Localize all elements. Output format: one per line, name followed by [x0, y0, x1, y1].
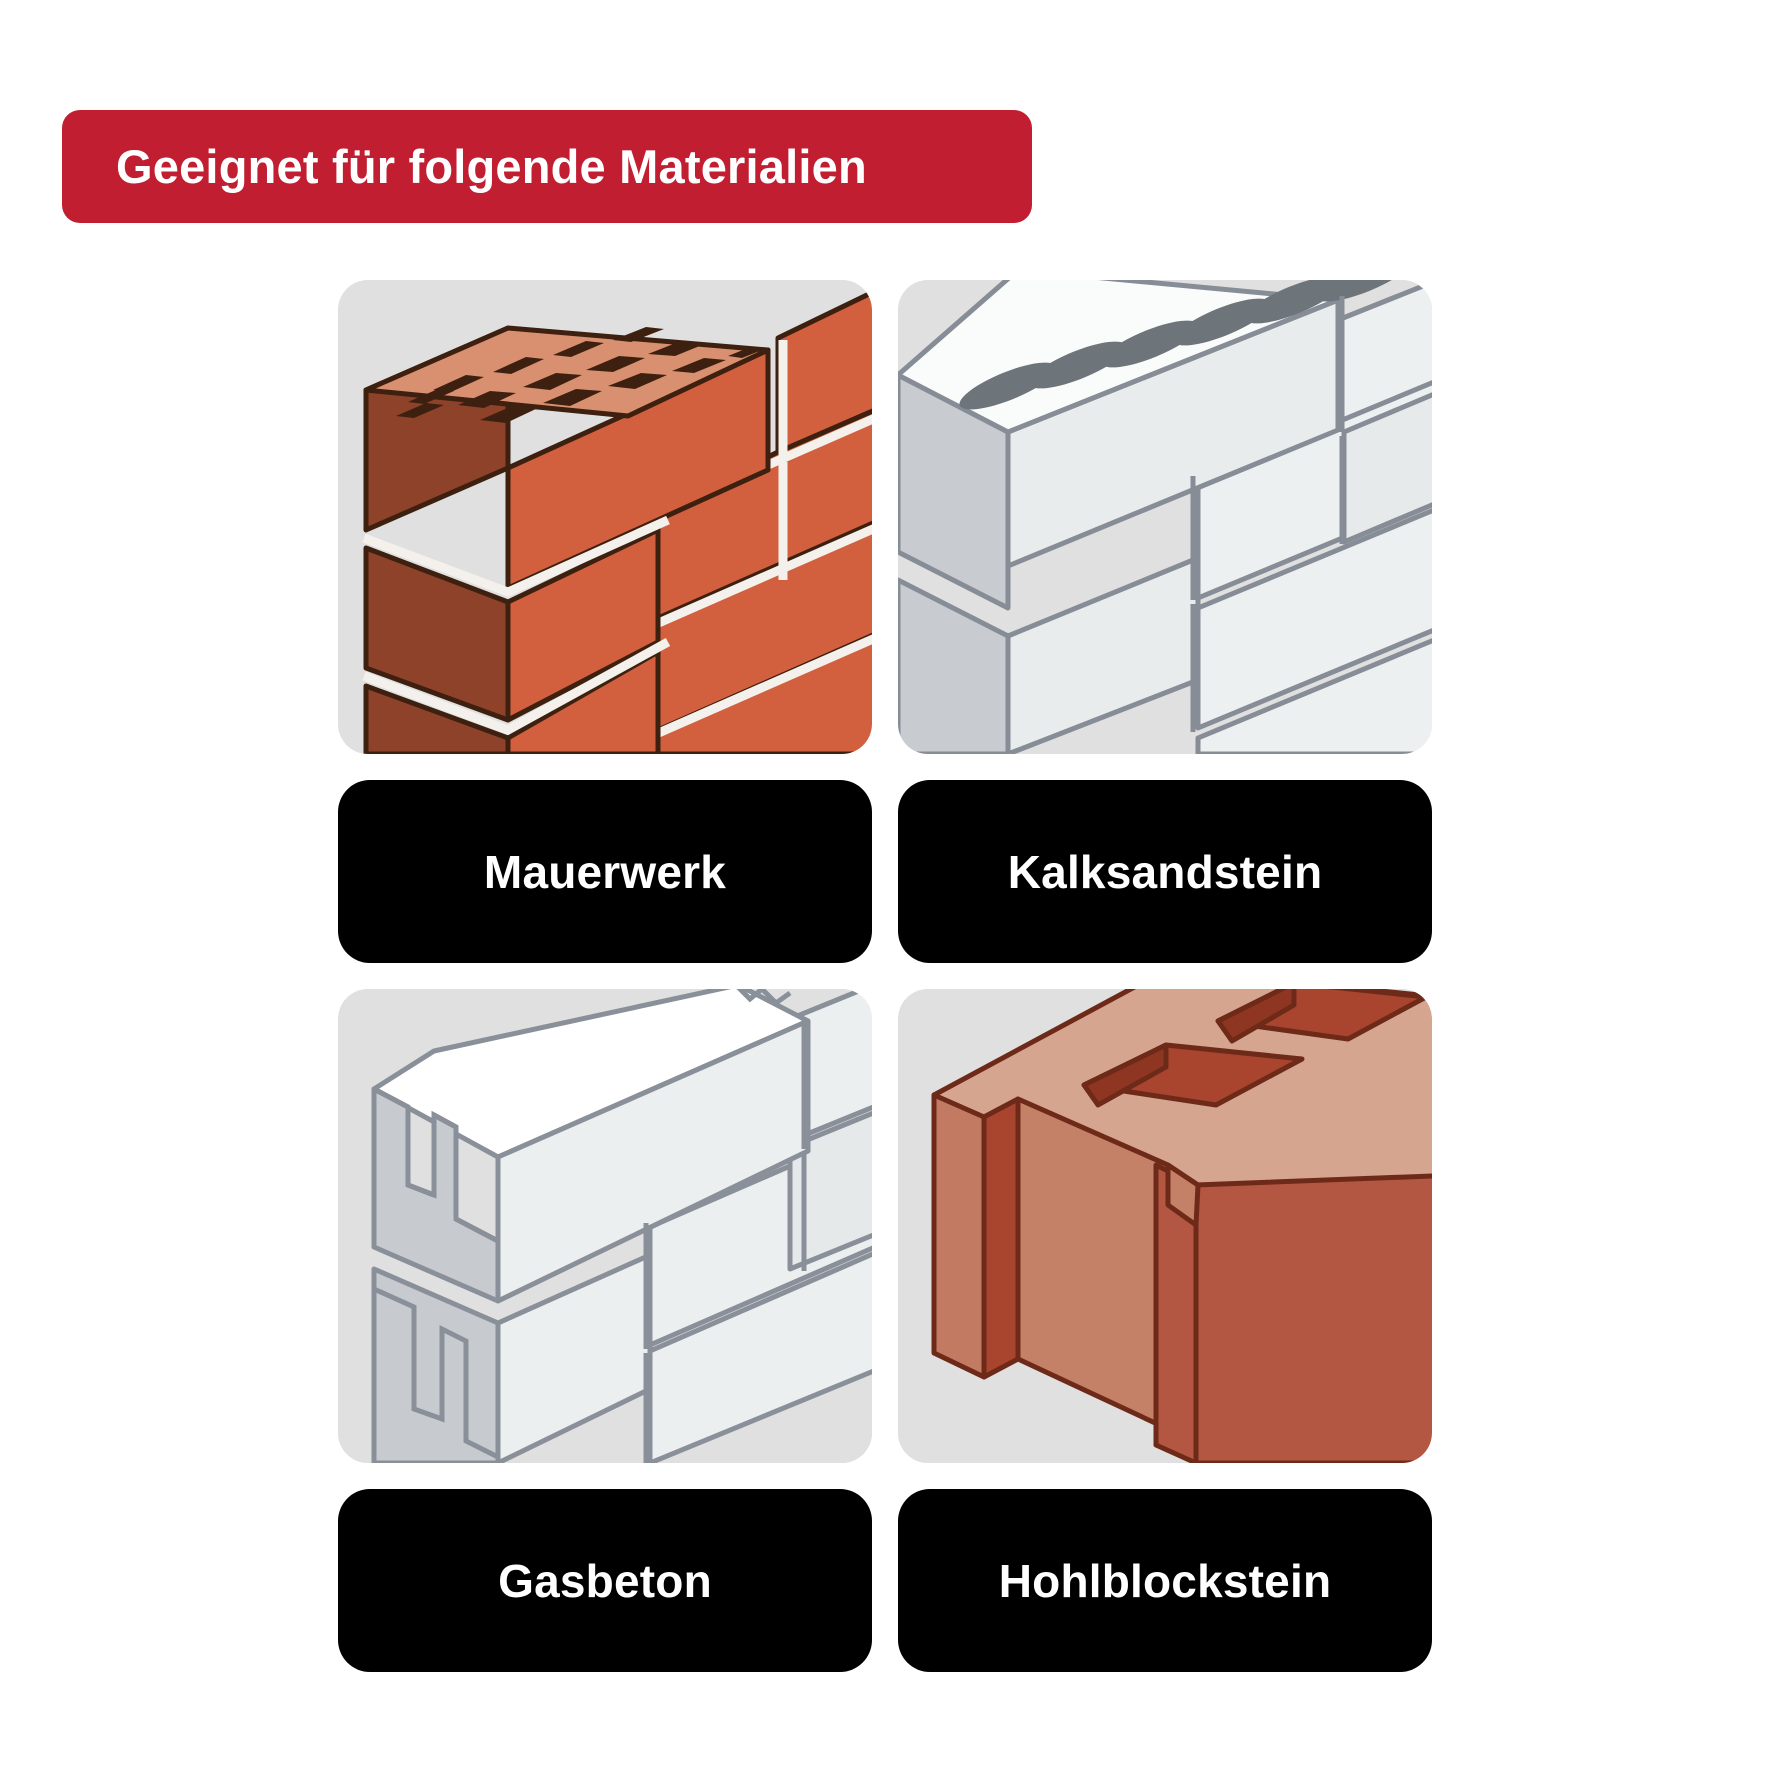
block-slots [959, 280, 1413, 410]
block-fin-side [981, 1096, 1021, 1380]
aerated-concrete-block-wall-icon [338, 989, 872, 1463]
material-label-box[interactable]: Hohlblockstein [898, 1489, 1432, 1672]
material-label: Gasbeton [498, 1554, 712, 1607]
material-thumbnail [338, 989, 872, 1463]
header-banner: Geeignet für folgende Materialien [62, 110, 1032, 223]
material-label-box[interactable]: Gasbeton [338, 1489, 872, 1672]
block-fin-edge [931, 1092, 987, 1380]
material-grid: Mauerwerk [338, 280, 1432, 1672]
material-card-mauerwerk[interactable]: Mauerwerk [338, 280, 872, 963]
block-cavity-inner-wall [1215, 989, 1297, 1044]
tongue-groove-lines [372, 1086, 500, 1244]
material-thumbnail [898, 989, 1432, 1463]
material-card-gasbeton[interactable]: Gasbeton [338, 989, 872, 1672]
material-card-hohlblockstein[interactable]: Hohlblockstein [898, 989, 1432, 1672]
hollow-clay-block-icon [898, 989, 1432, 1463]
clay-brick-wall-icon [338, 280, 872, 754]
block-cavity-inner-wall [1081, 1042, 1169, 1108]
material-label: Mauerwerk [483, 845, 727, 898]
material-thumbnail [898, 280, 1432, 754]
material-card-kalksandstein[interactable]: Kalksandstein [898, 280, 1432, 963]
page-title: Geeignet für folgende Materialien [116, 140, 867, 193]
brick-perforations [396, 327, 762, 423]
block-web-thickness [1165, 1162, 1201, 1228]
material-thumbnail [338, 280, 872, 754]
sand-lime-block-wall-icon [898, 280, 1432, 754]
material-label: Hohlblockstein [998, 1554, 1332, 1607]
top-notch [734, 989, 792, 1007]
material-label-box[interactable]: Kalksandstein [898, 780, 1432, 963]
block-front-face [1193, 1172, 1432, 1463]
material-label: Kalksandstein [1007, 845, 1323, 898]
material-label-box[interactable]: Mauerwerk [338, 780, 872, 963]
